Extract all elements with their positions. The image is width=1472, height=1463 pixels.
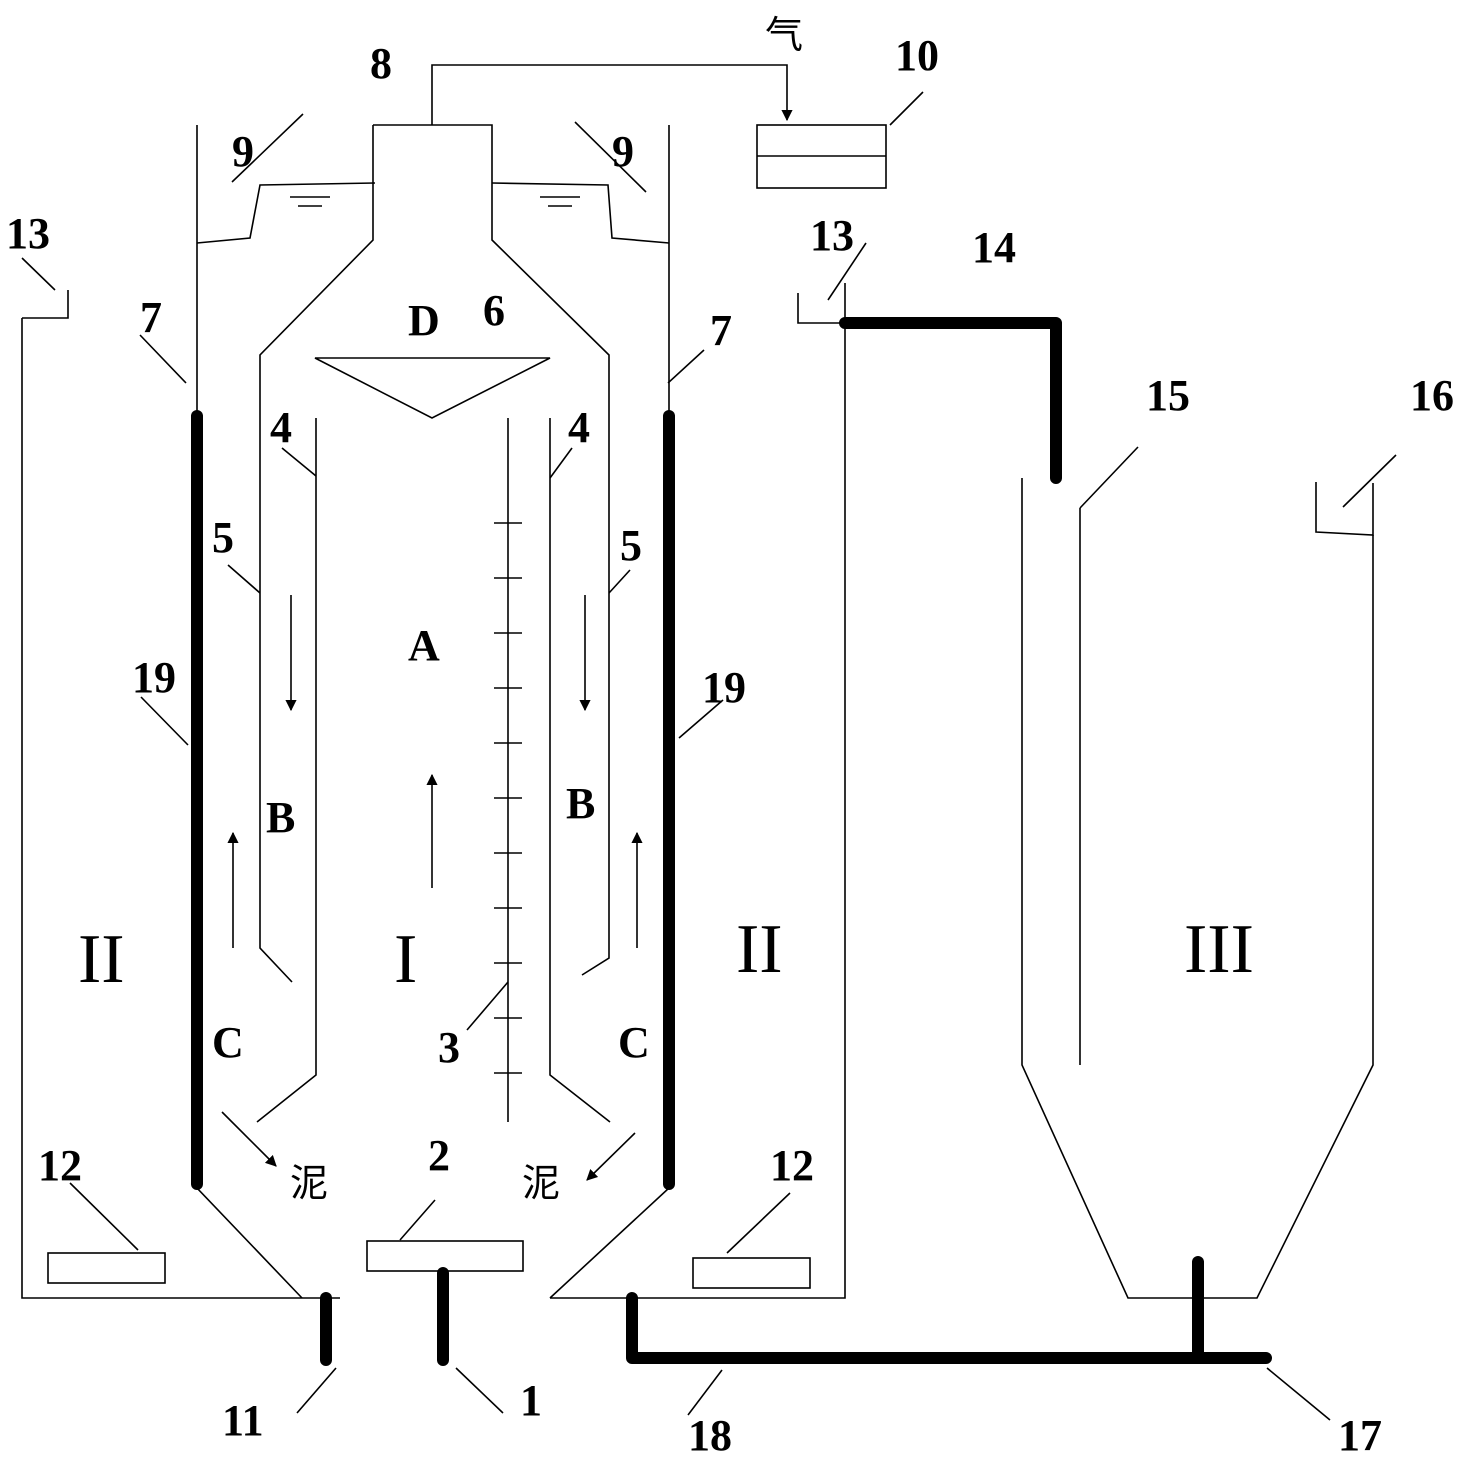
zone-a: A [408,621,440,670]
label-4-right: 4 [568,403,590,452]
region-ii-left: II [78,921,125,998]
label-13-left: 13 [6,209,50,258]
label-9-right: 9 [612,127,634,176]
sludge-label-right: 泥 [522,1161,560,1205]
label-11: 11 [222,1396,264,1445]
zone-d: D [408,296,440,345]
draft-tube [256,418,611,1123]
settler-tank [1021,478,1374,1299]
label-3: 3 [438,1023,460,1072]
zone-b-left: B [266,793,295,842]
label-19-left: 19 [132,653,176,702]
label-18: 18 [688,1411,732,1460]
label-7-left: 7 [140,293,162,342]
label-7-right: 7 [710,306,732,355]
label-5-left: 5 [212,513,234,562]
region-labels: II I II III [78,911,1254,998]
label-5-right: 5 [620,521,642,570]
part-labels: 1 2 3 4 4 5 5 6 7 7 8 9 9 10 11 12 12 13… [6,31,1454,1460]
thick-pipes [191,317,1272,1366]
label-12-right: 12 [770,1141,814,1190]
outer-tank [21,283,846,1299]
flow-arrows [221,595,643,1181]
label-15: 15 [1146,371,1190,420]
label-4-left: 4 [270,403,292,452]
label-8: 8 [370,39,392,88]
label-6: 6 [483,286,505,335]
label-12-left: 12 [38,1141,82,1190]
label-10: 10 [895,31,939,80]
distributors [47,1240,811,1289]
leader-lines [21,91,1397,1421]
region-ii-right: II [736,911,783,988]
water-level-marks [290,196,580,207]
region-iii: III [1184,911,1254,988]
label-16: 16 [1410,371,1454,420]
region-i: I [394,921,417,998]
label-2: 2 [428,1131,450,1180]
zone-labels: D A B B C C [212,296,650,1067]
gas-label: 气 [765,13,803,57]
label-14: 14 [972,223,1016,272]
zone-c-right: C [618,1018,650,1067]
label-1: 1 [520,1376,542,1425]
gas-separator [259,124,610,983]
zone-c-left: C [212,1018,244,1067]
annotations: 气 泥 泥 [290,13,803,1205]
gas-line [431,64,887,189]
sludge-label-left: 泥 [290,1161,328,1205]
measuring-rod [494,418,522,1122]
label-9-left: 9 [232,127,254,176]
label-13-right: 13 [810,211,854,260]
label-17: 17 [1338,1411,1382,1460]
zone-b-right: B [566,779,595,828]
label-19-right: 19 [702,663,746,712]
